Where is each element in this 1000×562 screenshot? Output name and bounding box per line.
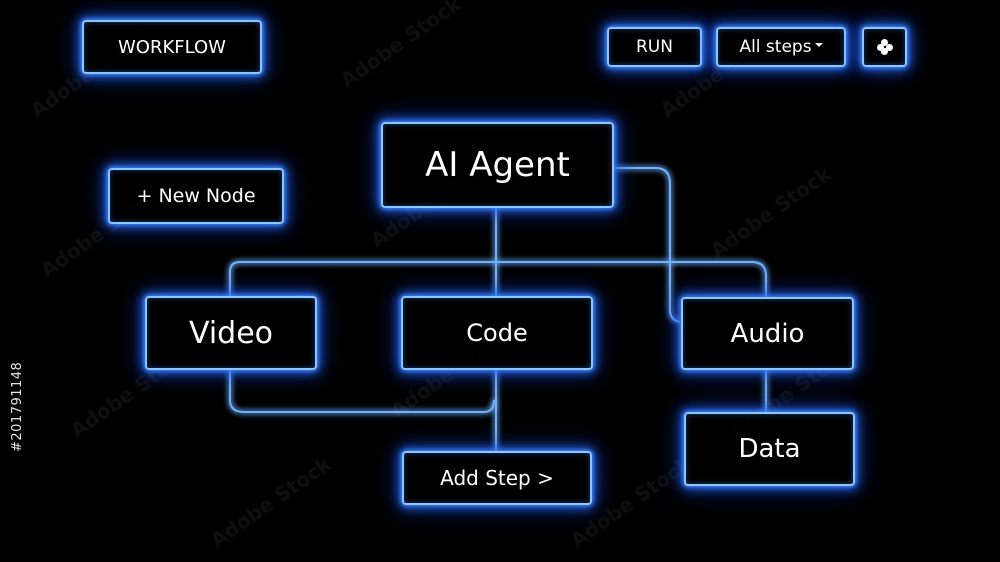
new-node-button[interactable]: + New Node — [108, 168, 284, 224]
wire-video-to-addstep — [229, 370, 495, 413]
run-button[interactable]: RUN — [607, 27, 702, 67]
clover-icon — [876, 39, 893, 55]
node-audio-label: Audio — [730, 318, 805, 349]
node-data-label: Data — [738, 434, 801, 464]
add-step-button[interactable]: Add Step > — [402, 451, 592, 505]
node-code[interactable]: Code — [401, 296, 593, 370]
settings-button[interactable] — [862, 27, 907, 67]
wire-branch-to-audio — [751, 261, 767, 297]
node-ai-agent-label: AI Agent — [425, 145, 570, 185]
steps-dropdown[interactable]: All steps — [716, 27, 846, 67]
workflow-label: WORKFLOW — [118, 36, 226, 58]
node-code-label: Code — [466, 319, 528, 347]
workflow-button[interactable]: WORKFLOW — [82, 20, 262, 74]
node-video[interactable]: Video — [145, 296, 317, 370]
steps-dropdown-label: All steps — [739, 37, 812, 57]
node-ai-agent[interactable]: AI Agent — [381, 122, 614, 208]
wire-branch-to-video — [229, 261, 241, 296]
new-node-label: + New Node — [136, 185, 256, 207]
run-label: RUN — [636, 37, 673, 57]
add-step-label: Add Step > — [440, 466, 554, 490]
stock-id-text: #201791148 — [10, 361, 25, 452]
node-data[interactable]: Data — [684, 412, 855, 486]
chevron-down-icon — [814, 43, 823, 47]
node-video-label: Video — [188, 315, 274, 351]
node-audio[interactable]: Audio — [681, 297, 854, 370]
wire-agent-to-audio — [614, 167, 681, 323]
